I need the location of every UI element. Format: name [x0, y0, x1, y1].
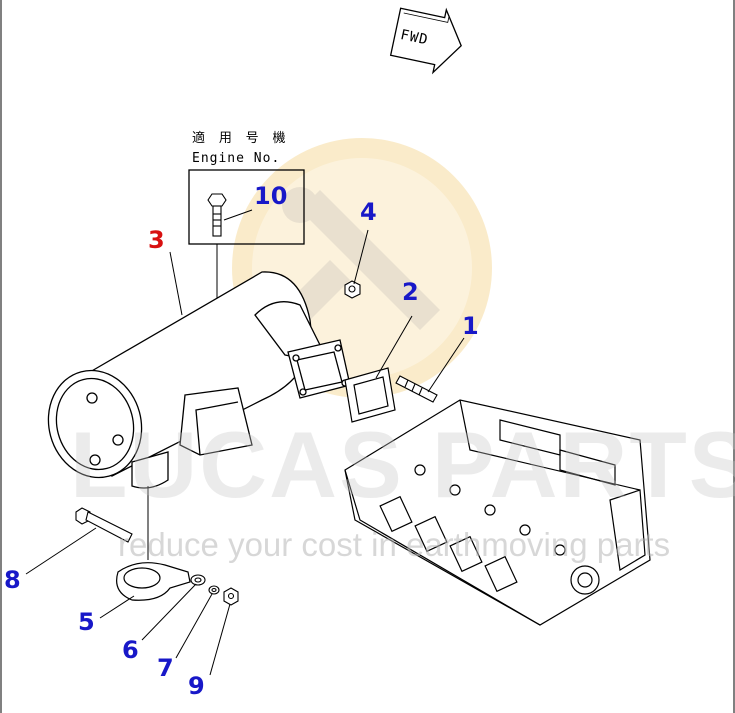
nut-9	[223, 587, 239, 606]
callout-10: 10	[254, 182, 288, 210]
nut-4	[344, 280, 361, 299]
leader-lines	[25, 229, 465, 676]
lock-washer-7	[208, 585, 220, 595]
fwd-arrow	[389, 7, 462, 75]
callout-8: 8	[4, 566, 21, 594]
washer-6	[190, 574, 206, 586]
callout-1: 1	[462, 312, 479, 340]
callout-9: 9	[188, 672, 205, 700]
callout-7: 7	[157, 654, 174, 682]
bolt-10	[207, 193, 227, 237]
engine-header-jp: 適 用 号 機	[192, 131, 289, 146]
callout-4: 4	[360, 198, 377, 226]
bolt-8	[75, 507, 133, 543]
cylinder-head	[344, 399, 651, 626]
watermark-tagline: reduce your cost in earthmoving parts	[118, 526, 671, 563]
callout-6: 6	[122, 636, 139, 664]
watermark-brand: LUCAS PARTS	[70, 412, 735, 517]
stud-1	[395, 375, 438, 403]
clamp-5	[116, 562, 191, 601]
gasket-2	[344, 367, 396, 423]
callout-3: 3	[148, 226, 165, 254]
callout-2: 2	[402, 278, 419, 306]
engine-number-box	[188, 169, 305, 245]
leader-10	[223, 209, 253, 221]
callout-5: 5	[78, 608, 95, 636]
engine-header-en: Engine No.	[192, 151, 281, 166]
